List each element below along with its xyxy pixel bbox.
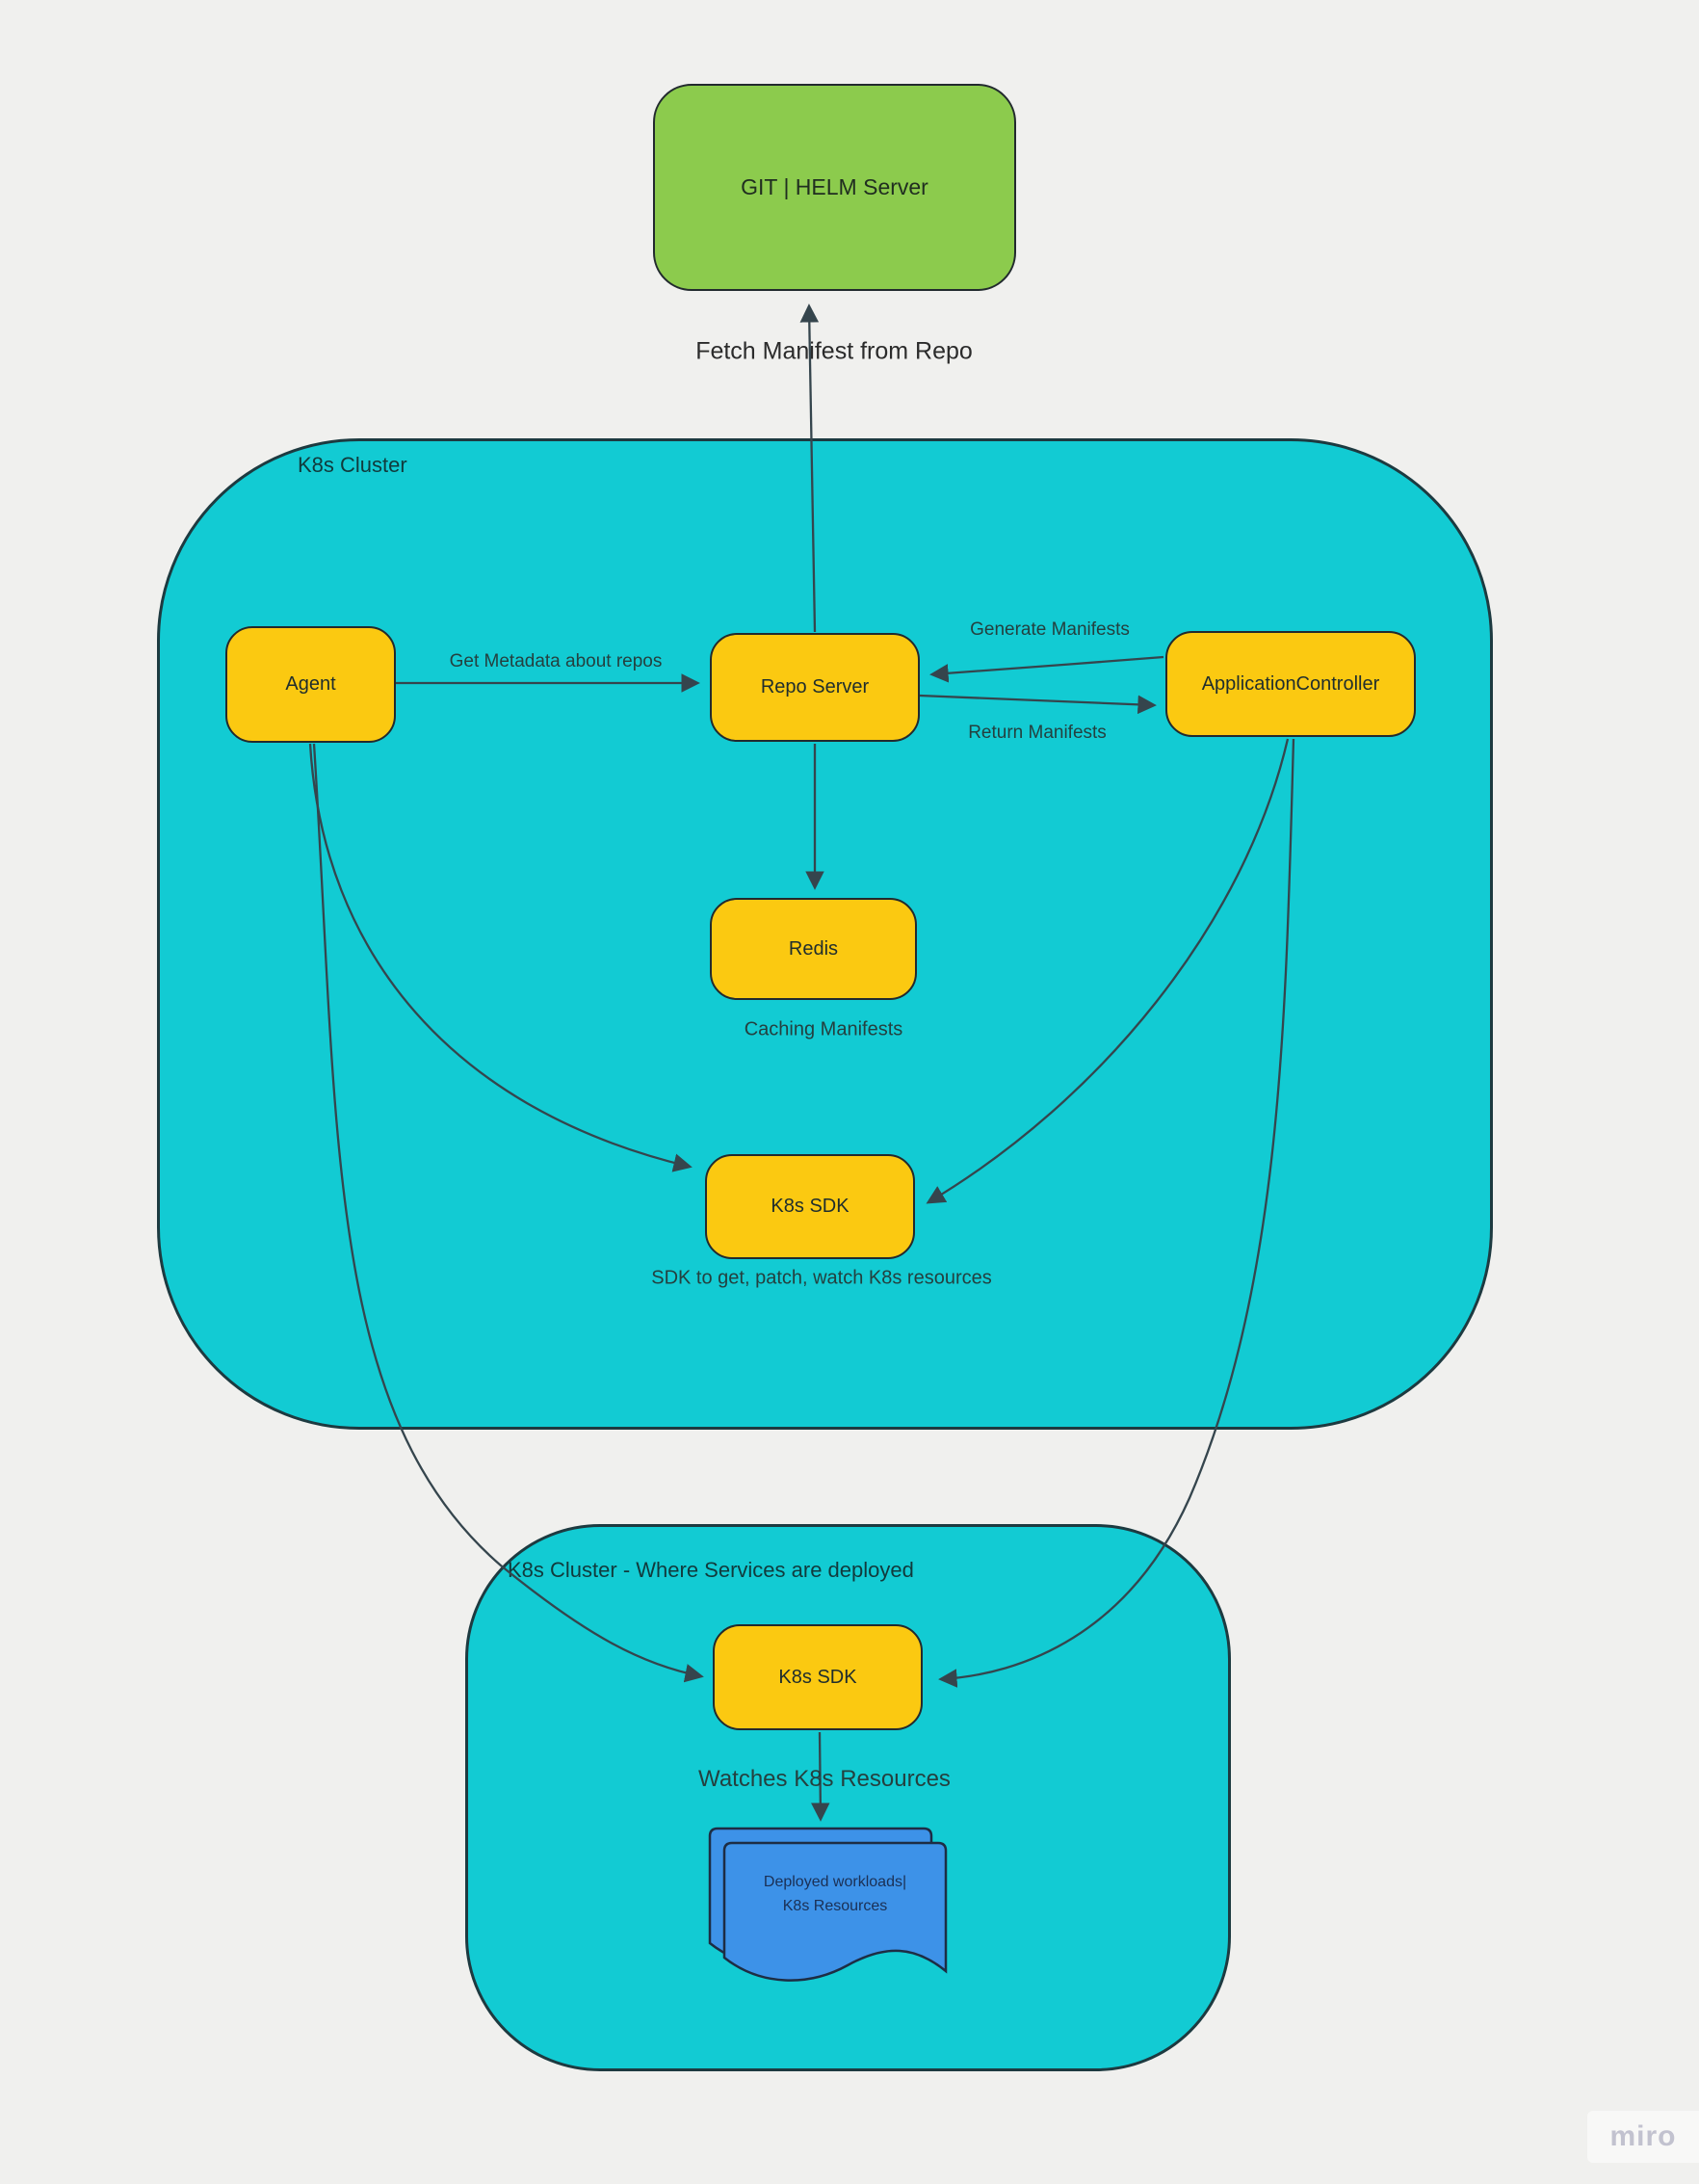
- node-k8s-sdk-deploy: K8s SDK: [713, 1624, 923, 1730]
- node-k8s-sdk-deploy-label: K8s SDK: [778, 1666, 857, 1688]
- cluster-k8s-main-title: K8s Cluster: [298, 453, 407, 477]
- label-sdk-description: SDK to get, patch, watch K8s resources: [651, 1267, 992, 1289]
- node-k8s-sdk-main: K8s SDK: [705, 1154, 915, 1259]
- cluster-k8s-deploy-title: K8s Cluster - Where Services are deploye…: [508, 1558, 914, 1582]
- miro-watermark-text: miro: [1609, 2120, 1677, 2152]
- node-repo-server: Repo Server: [710, 633, 920, 742]
- node-git-helm-server: GIT | HELM Server: [653, 84, 1016, 291]
- document-label-line1: Deployed workloads|: [763, 1874, 907, 1890]
- node-agent-label: Agent: [285, 673, 336, 695]
- node-repo-server-label: Repo Server: [760, 676, 870, 697]
- document-shape-front: [722, 1841, 948, 1982]
- document-label: Deployed workloads| K8s Resources: [764, 1871, 906, 1919]
- edge-appctrl-sdk2: [938, 738, 1295, 1688]
- edge-appctrl-sdk1: [926, 738, 1290, 1204]
- document-label-line2: K8s Resources: [782, 1897, 888, 1914]
- edge-agent-sdk1: [308, 743, 693, 1172]
- node-redis-label: Redis: [788, 937, 839, 960]
- label-watches-resources: Watches K8s Resources: [698, 1766, 951, 1792]
- label-get-metadata: Get Metadata about repos: [449, 651, 663, 671]
- edge-fetch-manifest: [799, 303, 820, 633]
- node-application-controller: ApplicationController: [1165, 631, 1416, 737]
- node-git-helm-server-label: GIT | HELM Server: [741, 174, 928, 199]
- label-caching-manifests: Caching Manifests: [744, 1018, 903, 1040]
- edge-sdk2-document: [811, 1731, 830, 1822]
- node-redis: Redis: [710, 898, 917, 1000]
- node-k8s-sdk-main-label: K8s SDK: [771, 1196, 850, 1217]
- label-generate-manifests: Generate Manifests: [970, 619, 1130, 640]
- edge-agent-sdk2: [312, 743, 704, 1683]
- label-return-manifests: Return Manifests: [968, 723, 1107, 743]
- miro-watermark[interactable]: miro: [1587, 2111, 1699, 2163]
- label-fetch-manifest: Fetch Manifest from Repo: [695, 337, 973, 365]
- edge-generate-manifests: [929, 655, 1164, 683]
- node-agent: Agent: [225, 626, 396, 743]
- edge-return-manifests: [919, 694, 1157, 715]
- node-application-controller-label: ApplicationController: [1201, 672, 1380, 695]
